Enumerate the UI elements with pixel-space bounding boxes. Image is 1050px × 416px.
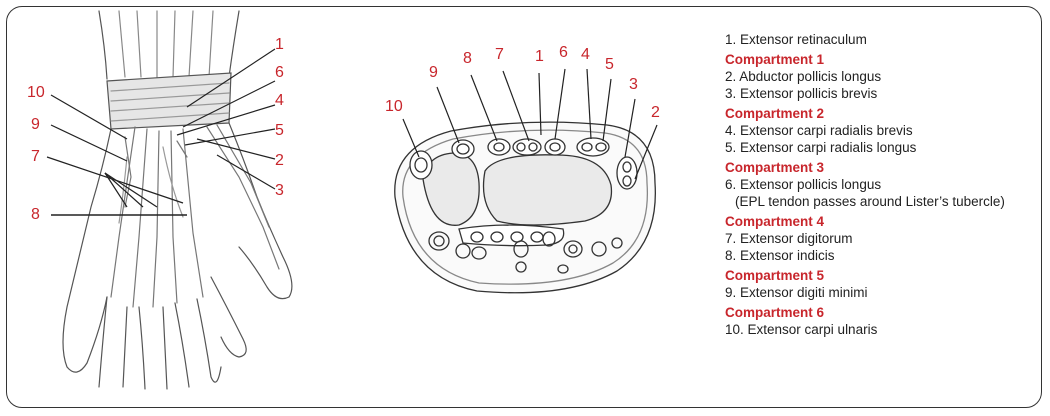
- legend-item: 8. Extensor indicis: [725, 247, 1042, 264]
- hand-callout-9: 9: [31, 117, 40, 133]
- section-callout-8: 8: [463, 51, 472, 67]
- wrist-cross-section: [395, 122, 656, 293]
- legend-heading-compartment-6: Compartment 6: [725, 304, 1042, 321]
- legend-item-note: (EPL tendon passes around Lister’s tuber…: [725, 193, 1042, 210]
- section-callout-6: 6: [559, 45, 568, 61]
- hand-callout-3: 3: [275, 183, 284, 199]
- section-callout-9: 9: [429, 65, 438, 81]
- hand-callout-6: 6: [275, 65, 284, 81]
- legend-item: 7. Extensor digitorum: [725, 230, 1042, 247]
- legend-item: 4. Extensor carpi radialis brevis: [725, 122, 1042, 139]
- legend-heading-compartment-5: Compartment 5: [725, 267, 1042, 284]
- legend: 1. Extensor retinaculum Compartment 1 2.…: [725, 31, 1042, 338]
- hand-callout-4: 4: [275, 93, 284, 109]
- section-callout-10: 10: [385, 99, 403, 115]
- legend-item: 6. Extensor pollicis longus: [725, 176, 1042, 193]
- section-callout-2: 2: [651, 105, 660, 121]
- legend-item: 5. Extensor carpi radialis longus: [725, 139, 1042, 156]
- legend-item-retinaculum: 1. Extensor retinaculum: [725, 31, 1042, 48]
- hand-callout-8: 8: [31, 207, 40, 223]
- legend-item: 9. Extensor digiti minimi: [725, 284, 1042, 301]
- legend-item: 3. Extensor pollicis brevis: [725, 85, 1042, 102]
- legend-item: 10. Extensor carpi ulnaris: [725, 321, 1042, 338]
- legend-heading-compartment-4: Compartment 4: [725, 213, 1042, 230]
- section-callout-1: 1: [535, 49, 544, 65]
- legend-heading-compartment-3: Compartment 3: [725, 159, 1042, 176]
- section-callout-7: 7: [495, 47, 504, 63]
- figure-frame: 1 6 4 5 2 3 10 9 7 8 10 9 8 7 1 6 4 5 3 …: [6, 6, 1042, 408]
- hand-callout-7: 7: [31, 149, 40, 165]
- hand-callout-10: 10: [27, 85, 45, 101]
- section-callout-4: 4: [581, 47, 590, 63]
- hand-callout-1: 1: [275, 37, 284, 53]
- legend-heading-compartment-2: Compartment 2: [725, 105, 1042, 122]
- hand-callout-2: 2: [275, 153, 284, 169]
- hand-callout-5: 5: [275, 123, 284, 139]
- section-callout-3: 3: [629, 77, 638, 93]
- legend-item: 2. Abductor pollicis longus: [725, 68, 1042, 85]
- legend-heading-compartment-1: Compartment 1: [725, 51, 1042, 68]
- section-callout-5: 5: [605, 57, 614, 73]
